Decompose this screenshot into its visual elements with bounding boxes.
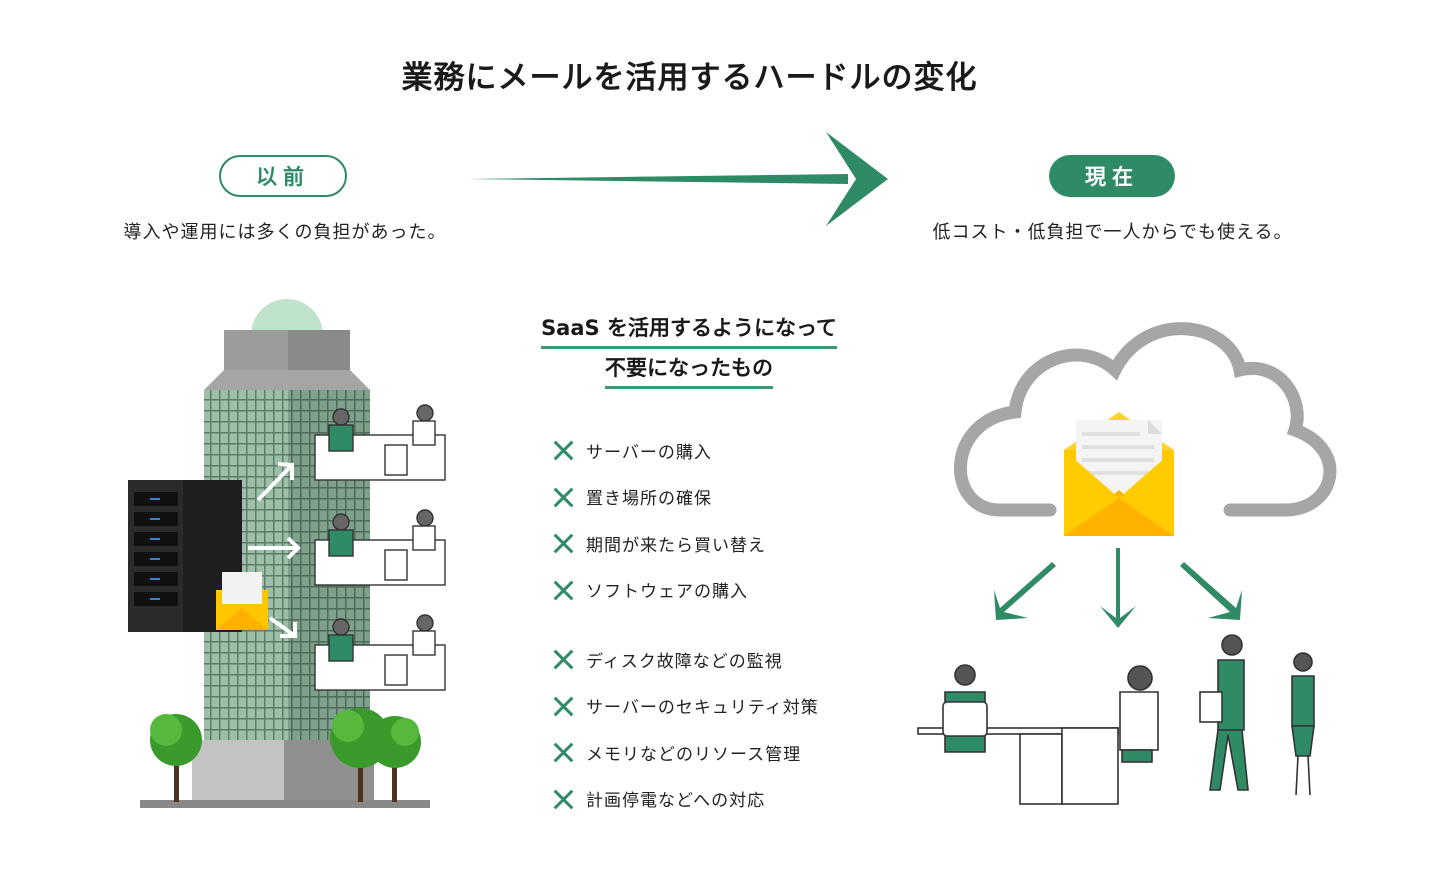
list-item-label: ディスク故障などの監視: [586, 651, 783, 672]
saas-heading-line2-text: 不要になったもの: [605, 352, 773, 389]
list-item: ディスク故障などの監視: [552, 636, 872, 683]
saas-heading-line2: 不要になったもの: [529, 352, 849, 389]
page-title: 業務にメールを活用するハードルの変化: [401, 60, 978, 96]
office-workers-icon: [314, 404, 446, 691]
list-item-label: ソフトウェアの購入: [586, 582, 748, 603]
list-item: メモリなどのリソース管理: [552, 729, 872, 776]
now-caption: 低コスト・低負担で一人からでも使える。: [932, 222, 1293, 243]
email-envelope-icon: [216, 572, 268, 630]
list-item: 期間が来たら買い替え: [552, 520, 872, 567]
x-icon: [552, 788, 574, 810]
list-item-label: サーバーのセキュリティ対策: [586, 698, 819, 719]
saas-heading-line1: SaaS を活用するようになって: [529, 312, 849, 349]
before-label-badge: 以前: [219, 155, 347, 197]
x-icon: [552, 695, 574, 717]
arrow-shaft: [468, 174, 848, 184]
list-item-label: 計画停電などへの対応: [586, 791, 766, 812]
x-icon: [552, 532, 574, 554]
list-item: 計画停電などへの対応: [552, 776, 872, 823]
cloud-email-icon: [953, 322, 1337, 628]
list-item: サーバーの購入: [552, 427, 872, 474]
unnecessary-list-1: サーバーの購入 置き場所の確保 期間が来たら買い替え ソフトウェアの購入: [552, 427, 872, 613]
x-icon: [552, 486, 574, 508]
tree-icon: [150, 714, 202, 802]
email-envelope-icon: [1064, 412, 1174, 536]
list-item-label: 期間が来たら買い替え: [586, 535, 766, 556]
distribution-arrows: [248, 462, 301, 638]
list-item: ソフトウェアの購入: [552, 567, 872, 614]
tree-icon: [369, 716, 421, 802]
unnecessary-list-2: ディスク故障などの監視 サーバーのセキュリティ対策 メモリなどのリソース管理 計…: [552, 636, 872, 822]
arrow-down-right-icon: [1180, 562, 1242, 620]
desk-drawers: [1019, 733, 1063, 805]
arrow-right-icon: [468, 132, 888, 226]
x-icon: [552, 439, 574, 461]
arrow-down-icon: [1100, 548, 1136, 628]
remote-workers-icon: [917, 634, 1315, 805]
list-item: サーバーのセキュリティ対策: [552, 683, 872, 730]
x-icon: [552, 741, 574, 763]
desk-side: [1061, 727, 1119, 805]
office-building-server-icon: [128, 299, 446, 808]
cloud-outline: [953, 322, 1337, 517]
server-rack-icon: [128, 480, 242, 632]
x-icon: [552, 579, 574, 601]
x-icon: [552, 648, 574, 670]
building-lobby: [192, 740, 284, 802]
ground-line: [140, 800, 430, 808]
list-item-label: サーバーの購入: [586, 442, 712, 463]
arrow-down-left-icon: [994, 562, 1056, 620]
building-shoulder: [204, 370, 370, 390]
saas-heading-line1-text: SaaS を活用するようになって: [541, 312, 837, 349]
list-item: 置き場所の確保: [552, 474, 872, 521]
arrow-head: [826, 132, 888, 226]
distribution-arrows: [994, 548, 1242, 628]
now-label-badge: 現在: [1049, 155, 1175, 197]
before-caption: 導入や運用には多くの負担があった。: [123, 222, 447, 243]
list-item-label: 置き場所の確保: [586, 489, 712, 510]
list-item-label: メモリなどのリソース管理: [586, 744, 802, 765]
